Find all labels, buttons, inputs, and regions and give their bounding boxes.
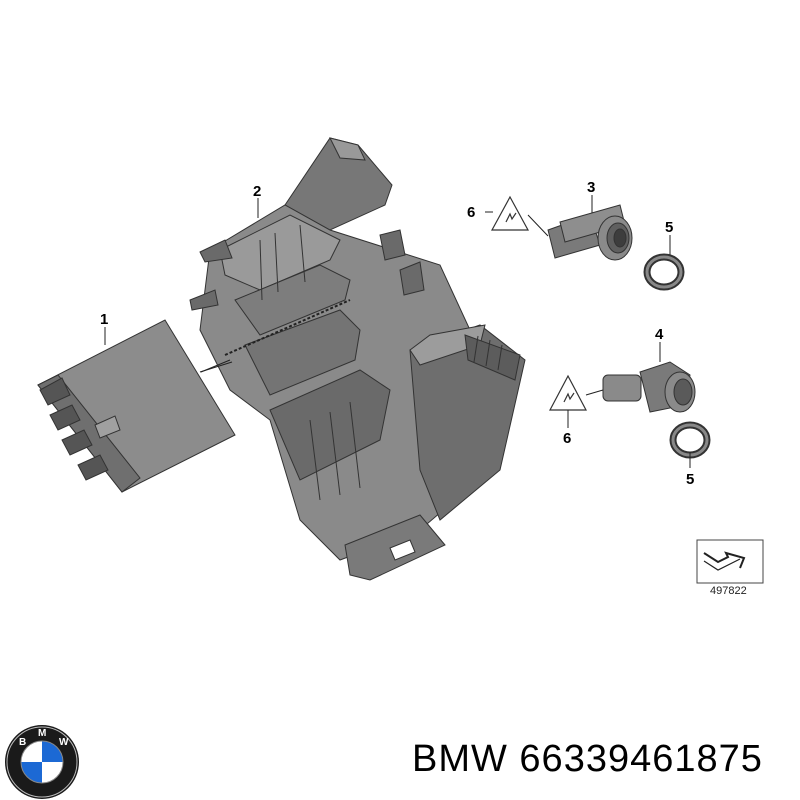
electrical-warning-symbol bbox=[549, 374, 587, 411]
callout-2: 2 bbox=[253, 183, 261, 200]
leader-lines bbox=[104, 195, 691, 468]
brand-part-number: BMW 66339461875 bbox=[412, 738, 763, 780]
callout-4: 4 bbox=[655, 326, 664, 343]
park-distance-sensor bbox=[547, 204, 633, 261]
module-holder-bracket bbox=[189, 137, 526, 581]
park-distance-sensor bbox=[602, 361, 696, 413]
electrical-warning-symbol bbox=[490, 195, 530, 231]
diagram-code: 497822 bbox=[710, 585, 747, 597]
diagram-reference-box: 497822 bbox=[696, 539, 764, 597]
callout-5-top: 5 bbox=[665, 219, 673, 236]
callout-1: 1 bbox=[100, 311, 108, 328]
callout-3: 3 bbox=[587, 179, 595, 196]
bmw-logo: B M W bbox=[5, 725, 79, 799]
callout-6-bottom: 6 bbox=[563, 430, 571, 447]
callout-5-bottom: 5 bbox=[686, 471, 694, 488]
logo-letter-b: B bbox=[19, 737, 26, 748]
sensor-seal-ring bbox=[669, 421, 711, 459]
control-module bbox=[37, 319, 236, 493]
sensor-seal-ring bbox=[643, 253, 685, 291]
logo-letter-w: W bbox=[59, 737, 69, 748]
callout-6-top: 6 bbox=[467, 204, 475, 221]
logo-letter-m: M bbox=[38, 728, 46, 739]
